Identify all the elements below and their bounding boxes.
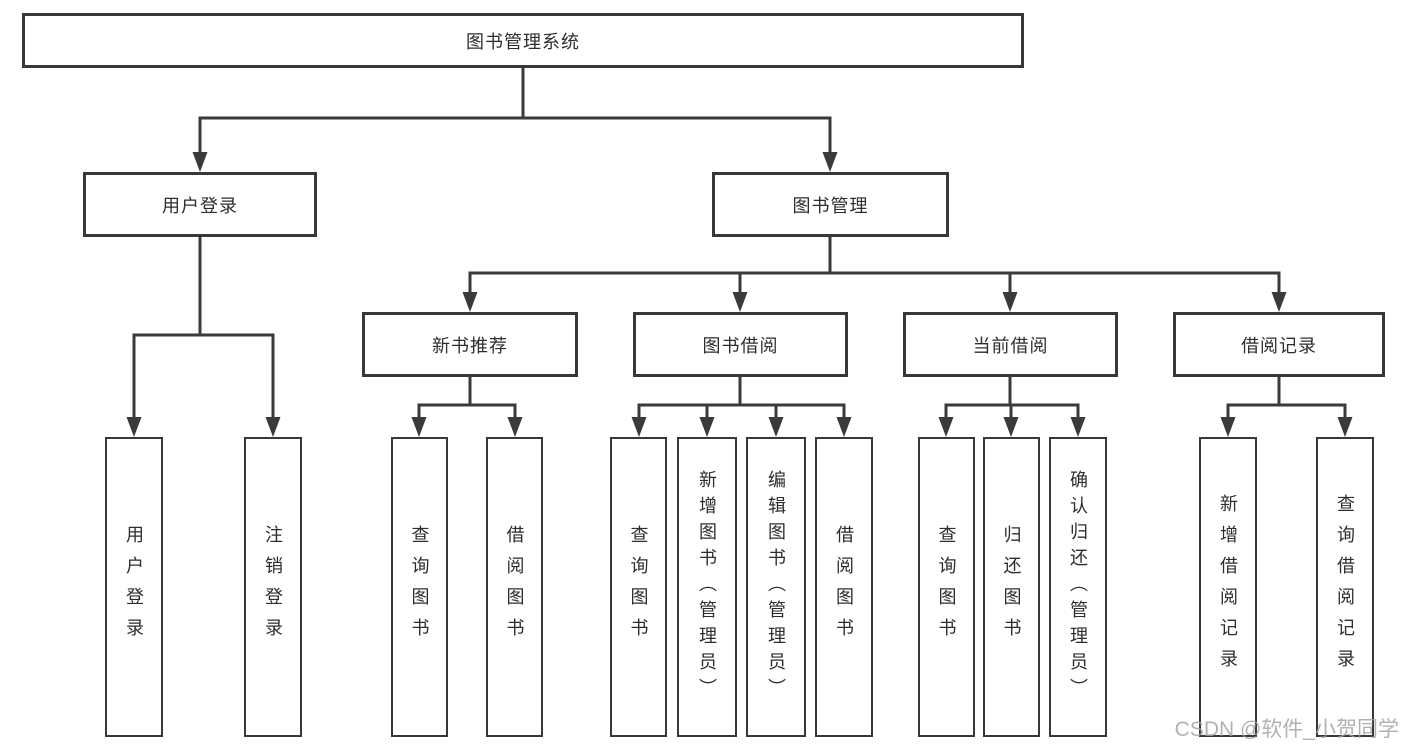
node-leaf-return-book-label: 归还图书 [1001,525,1022,649]
node-leaf-add-borrow-record-label: 新增借阅记录 [1218,494,1238,680]
node-leaf-add-book-admin: 新增图书（管理员） [677,437,737,737]
node-current-borrowing-label: 当前借阅 [972,335,1049,356]
node-book-management: 图书管理 [712,172,949,237]
node-leaf-borrow-books: 借阅图书 [815,437,873,737]
node-new-book-recommendation: 新书推荐 [362,312,578,377]
node-leaf-query-books-borrowing: 查询图书 [610,437,667,737]
node-leaf-edit-book-admin: 编辑图书（管理员） [746,437,806,737]
node-leaf-borrow-books-recommend-label: 借阅图书 [504,525,525,649]
node-new-book-recommendation-label: 新书推荐 [432,335,508,356]
node-leaf-user-login: 用户登录 [105,437,163,737]
node-book-borrowing: 图书借阅 [633,312,848,377]
node-root-system-label: 图书管理系统 [466,31,580,52]
node-leaf-query-books-recommend: 查询图书 [391,437,448,737]
node-leaf-query-books-current-label: 查询图书 [936,525,957,649]
node-leaf-query-books-borrowing-label: 查询图书 [628,525,649,649]
node-current-borrowing: 当前借阅 [903,312,1118,377]
node-leaf-user-login-label: 用户登录 [124,525,144,649]
node-user-login-label: 用户登录 [162,195,238,216]
connector-current-borrowing-to-leaves [938,377,1086,437]
node-book-borrowing-label: 图书借阅 [702,335,779,356]
node-leaf-query-borrow-record-label: 查询借阅记录 [1335,494,1355,680]
connector-new-book-recommendation-to-leaves [411,377,523,437]
node-borrowing-records-label: 借阅记录 [1241,335,1317,356]
node-leaf-confirm-return-admin-label: 确认归还（管理员） [1068,470,1088,704]
node-leaf-logout-label: 注销登录 [263,525,283,649]
node-leaf-query-borrow-record: 查询借阅记录 [1316,437,1374,737]
node-leaf-edit-book-admin-label: 编辑图书（管理员） [766,470,786,704]
connector-book-mgmt-to-sections [462,237,1287,312]
csdn-watermark: CSDN @软件_小贺同学 [1174,718,1399,741]
connector-root-to-level2 [192,68,838,172]
node-leaf-add-borrow-record: 新增借阅记录 [1199,437,1257,737]
node-leaf-add-book-admin-label: 新增图书（管理员） [697,470,717,704]
node-leaf-query-books-current: 查询图书 [918,437,975,737]
node-leaf-confirm-return-admin: 确认归还（管理员） [1049,437,1107,737]
connector-user-login-to-leaves [126,237,281,437]
node-leaf-return-book: 归还图书 [983,437,1040,737]
node-root-system: 图书管理系统 [22,13,1024,68]
connector-borrowing-records-to-leaves [1220,377,1353,437]
node-leaf-borrow-books-recommend: 借阅图书 [486,437,543,737]
node-leaf-logout: 注销登录 [244,437,302,737]
node-leaf-query-books-recommend-label: 查询图书 [409,525,430,649]
connector-book-borrowing-to-leaves [631,377,852,437]
node-leaf-borrow-books-label: 借阅图书 [834,525,854,649]
node-book-management-label: 图书管理 [792,195,869,216]
node-user-login: 用户登录 [83,172,317,237]
node-borrowing-records: 借阅记录 [1173,312,1385,377]
